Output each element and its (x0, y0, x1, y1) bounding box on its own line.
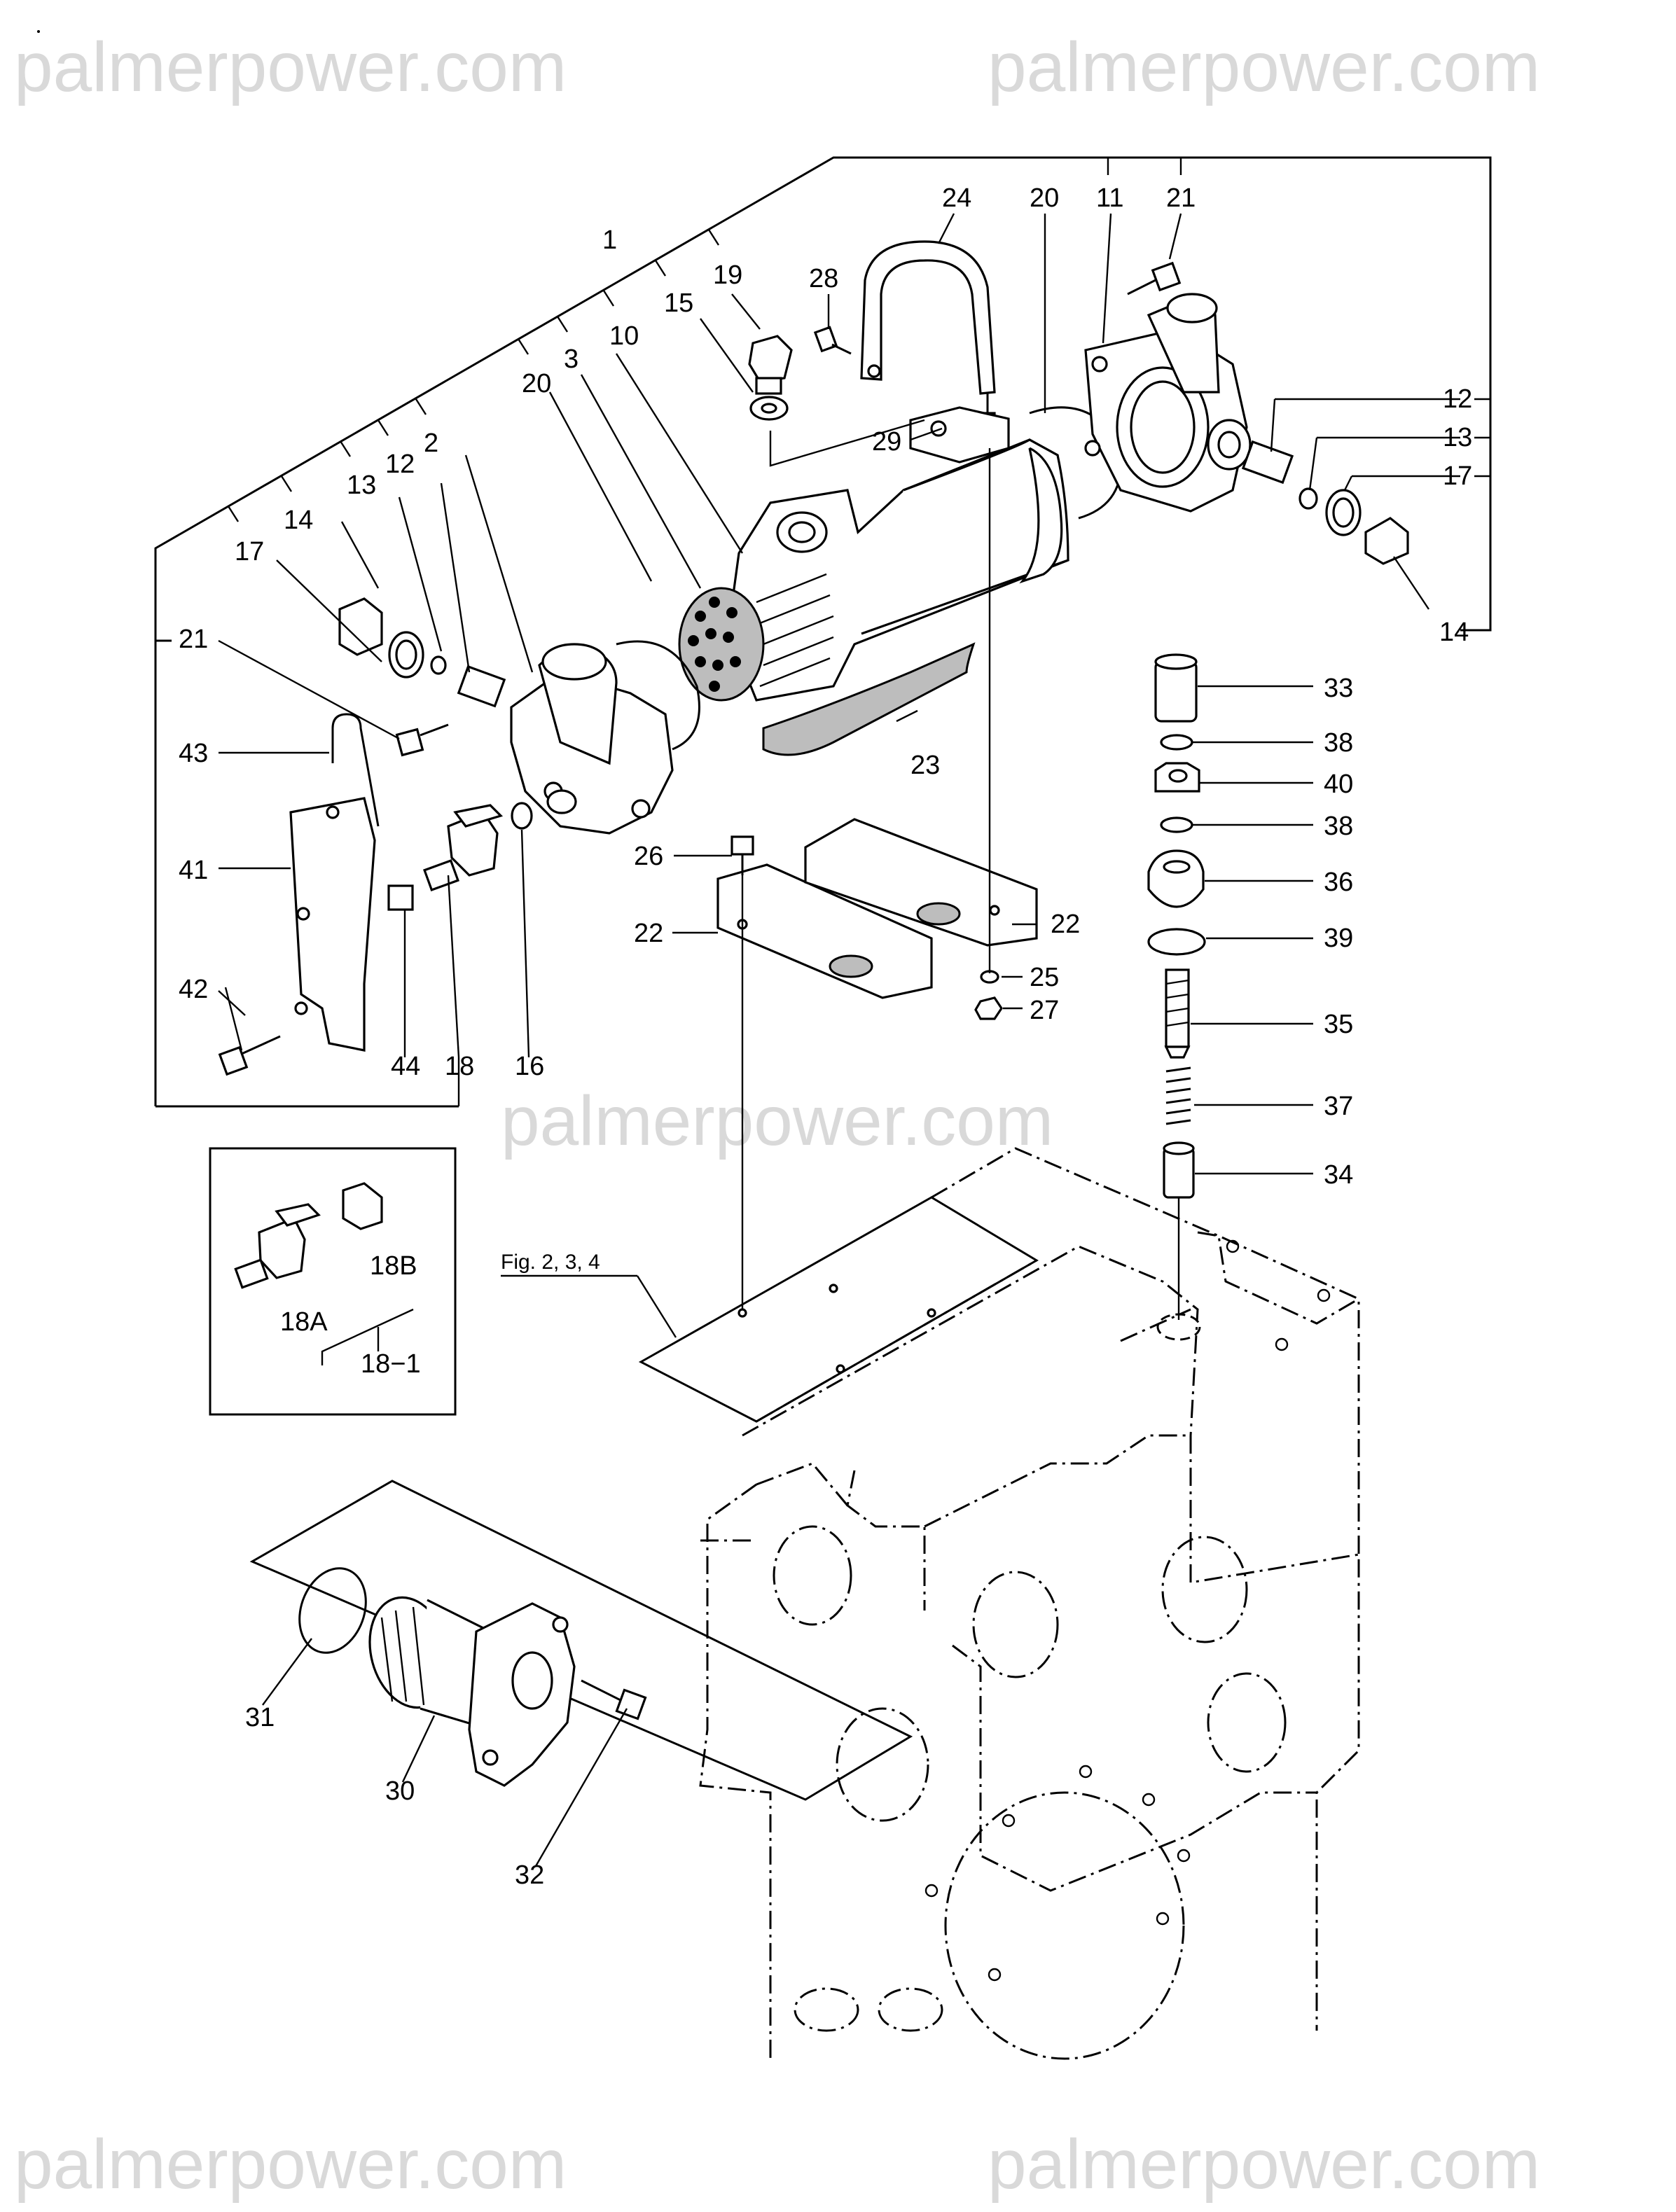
bolt-28 (813, 326, 852, 355)
watermark-bottom-left: palmerpower.com (14, 2125, 567, 2204)
o-ring-31 (298, 1567, 367, 1654)
nut-27 (974, 996, 1003, 1020)
watermark-center: palmerpower.com (501, 1082, 1053, 1160)
label-2: 2 (424, 429, 438, 458)
label-3: 3 (564, 345, 579, 374)
o-ring-left (616, 640, 700, 751)
end-cover-right (1084, 293, 1252, 513)
washer-16 (511, 802, 533, 830)
label-43: 43 (179, 739, 208, 768)
figure-reference: Fig. 2, 3, 4 (501, 1251, 677, 1338)
label-38-b: 38 (1324, 812, 1353, 841)
leader-lines (218, 213, 1460, 1867)
drain-cock-18 (423, 804, 504, 891)
label-11: 11 (1096, 183, 1123, 213)
label-10: 10 (609, 321, 639, 351)
corner-dot (37, 30, 40, 33)
label-16: 16 (515, 1052, 544, 1081)
gasket-plate (638, 1196, 1039, 1423)
end-cover-left (510, 643, 674, 835)
label-18-1: 18−1 (361, 1349, 421, 1379)
label-18b: 18B (370, 1251, 417, 1281)
label-27: 27 (1030, 996, 1059, 1025)
label-18: 18 (445, 1052, 474, 1081)
figure-ref-label: Fig. 2, 3, 4 (501, 1251, 600, 1274)
left-fittings (338, 597, 506, 708)
label-26: 26 (634, 842, 663, 871)
label-35: 35 (1324, 1010, 1353, 1039)
label-32: 32 (515, 1860, 544, 1890)
label-37: 37 (1324, 1092, 1353, 1121)
label-29: 29 (872, 427, 901, 457)
watermark-top-right: palmerpower.com (988, 28, 1540, 106)
label-23: 23 (910, 751, 940, 780)
label-21-left: 21 (179, 625, 208, 654)
right-fittings (1241, 440, 1409, 565)
label-14-right: 14 (1439, 618, 1469, 647)
label-42: 42 (179, 975, 208, 1004)
label-40: 40 (1324, 770, 1353, 799)
watermark-bottom-right: palmerpower.com (988, 2125, 1540, 2204)
watermark-top-left: palmerpower.com (14, 28, 567, 106)
relief-valve-stack (1147, 653, 1206, 1320)
label-18a: 18A (280, 1307, 328, 1337)
plug-19 (748, 335, 793, 395)
label-31: 31 (245, 1703, 275, 1732)
bolt-26 (730, 835, 754, 875)
bolt-42 (218, 1035, 281, 1076)
tube-bundle (678, 573, 834, 702)
label-34: 34 (1324, 1160, 1353, 1190)
part-labels: 1 2 3 10 11 12 12 13 13 14 14 15 16 17 1… (179, 183, 1472, 1890)
label-38-a: 38 (1324, 728, 1353, 758)
label-25: 25 (1030, 963, 1059, 992)
label-33: 33 (1324, 674, 1353, 703)
label-24: 24 (942, 183, 971, 213)
label-12-left: 12 (385, 450, 415, 479)
bolt-32 (581, 1679, 647, 1720)
label-1: 1 (602, 225, 617, 255)
assembly-1-bracket (154, 156, 1492, 1108)
stay-41 (289, 797, 376, 1052)
label-17-left: 17 (235, 537, 264, 566)
label-17-right: 17 (1443, 461, 1472, 491)
label-20-left: 20 (522, 369, 551, 398)
label-14-left: 14 (284, 506, 313, 535)
label-30: 30 (385, 1776, 415, 1806)
u-bolt-43 (331, 713, 380, 827)
support-22 (716, 818, 1038, 999)
engine-block-phantom (699, 1147, 1360, 2060)
label-22-right: 22 (1051, 910, 1080, 939)
label-20-right: 20 (1030, 183, 1059, 213)
label-13-right: 13 (1443, 423, 1472, 452)
label-39: 39 (1324, 924, 1353, 953)
label-13-left: 13 (347, 471, 376, 500)
label-28: 28 (809, 264, 838, 293)
label-41: 41 (179, 856, 208, 885)
label-36: 36 (1324, 868, 1353, 897)
label-21-right: 21 (1166, 183, 1196, 213)
bolt-21-right (1127, 261, 1182, 295)
clamp-29 (909, 406, 1010, 464)
rubber-pad (762, 642, 976, 756)
nut-44 (387, 884, 414, 911)
label-15: 15 (664, 288, 693, 318)
inset-box-18-1 (209, 1147, 457, 1416)
label-22-left: 22 (634, 919, 663, 948)
label-19: 19 (713, 260, 742, 290)
label-44: 44 (391, 1052, 420, 1081)
bolt-21-left (395, 723, 449, 757)
filter-30 (368, 1596, 576, 1787)
label-12-right: 12 (1443, 384, 1472, 414)
heat-exchanger-body (727, 438, 1069, 702)
